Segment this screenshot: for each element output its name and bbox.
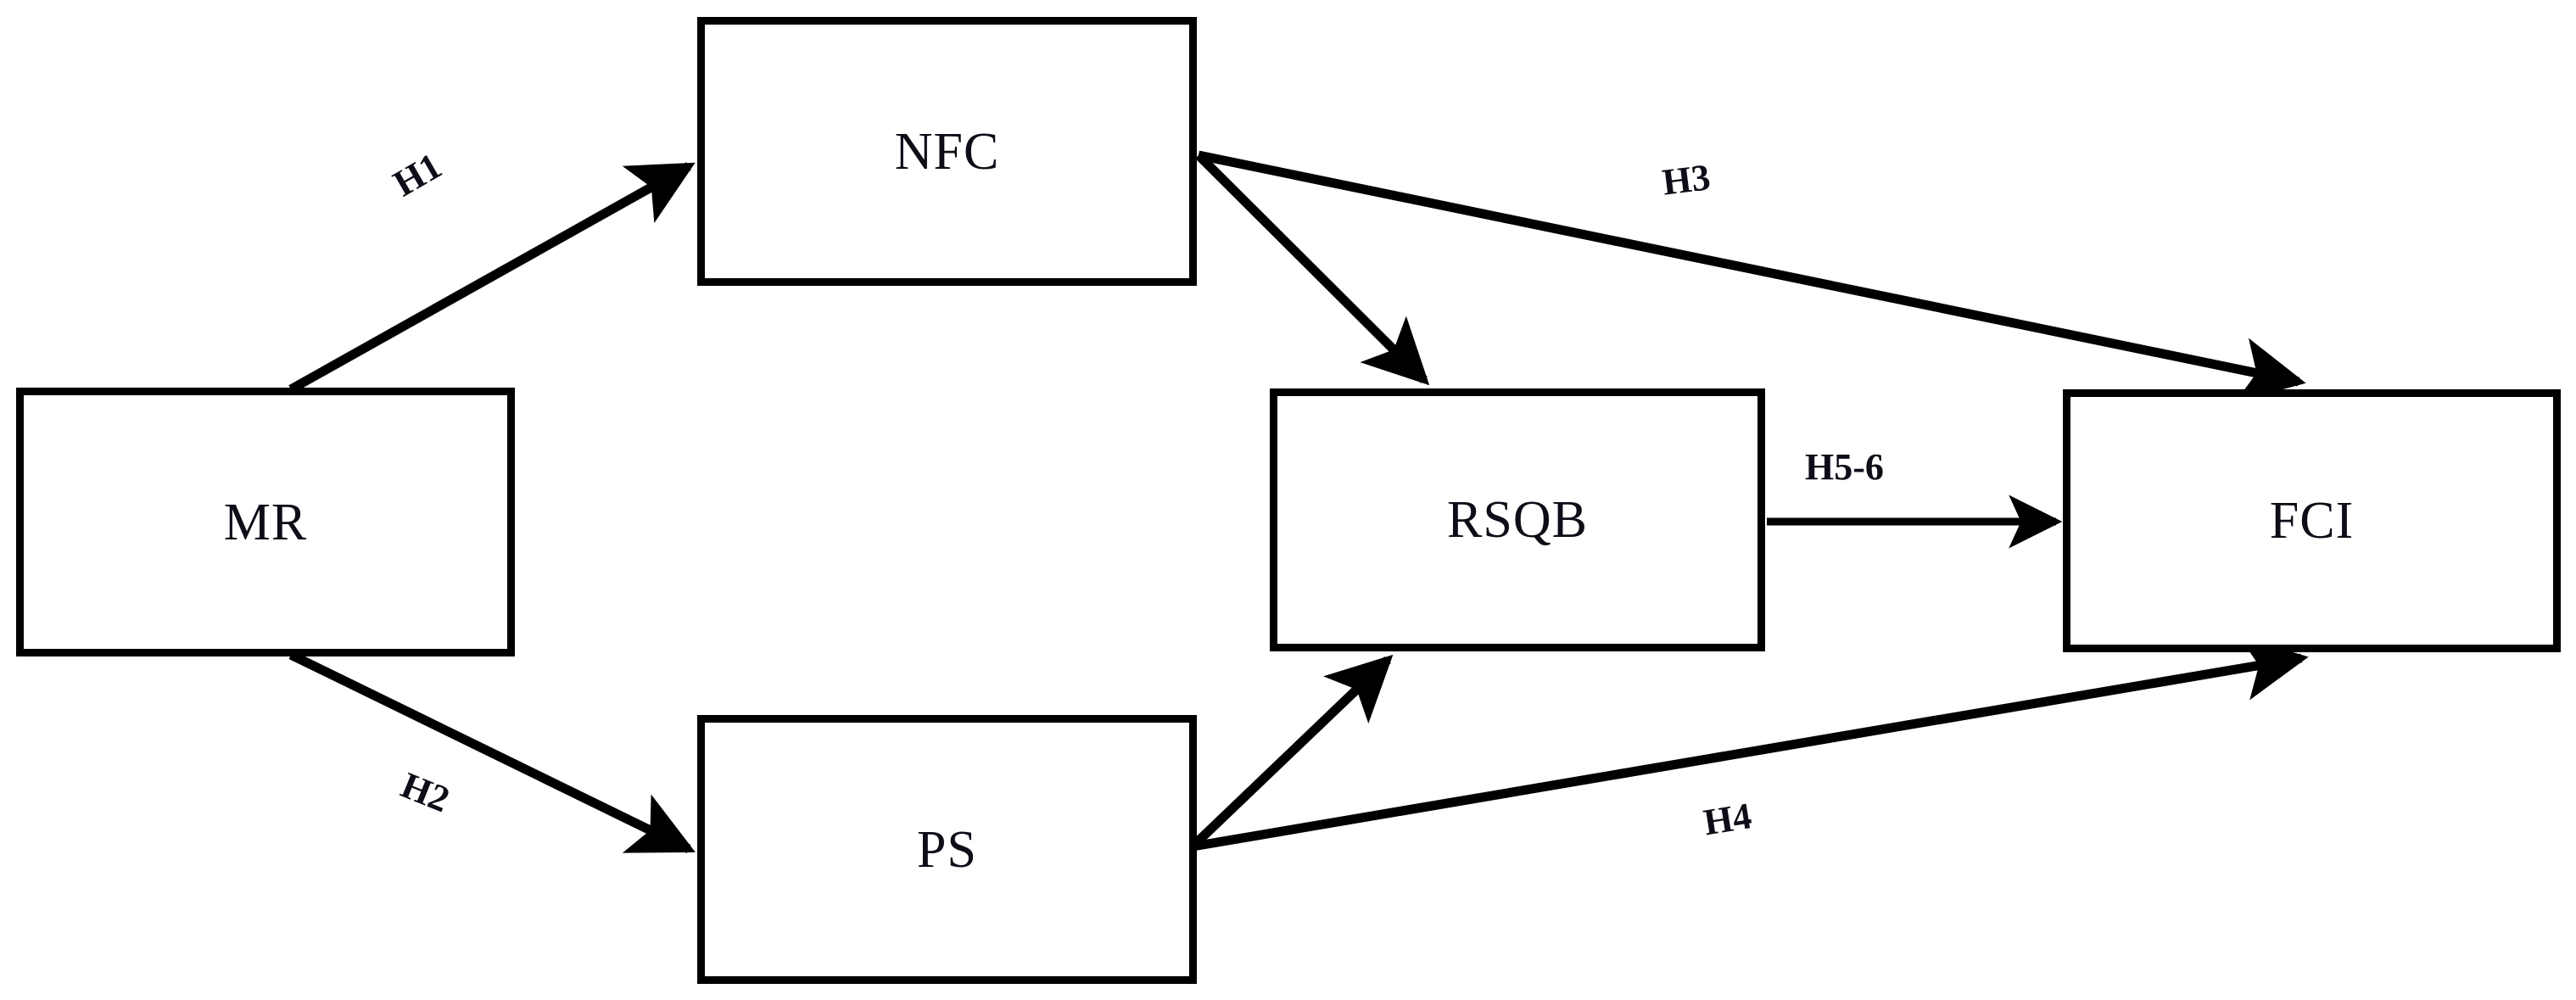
edge-ps-to-rsqb [1189,654,1394,850]
edge-ps-to-fci [1192,635,2309,852]
node-nfc[interactable]: NFC [697,17,1197,286]
node-mr[interactable]: MR [16,388,515,656]
node-fci[interactable]: FCI [2063,389,2561,652]
node-fci-label: FCI [2269,492,2355,550]
node-mr-label: MR [223,493,308,551]
node-rsqb[interactable]: RSQB [1270,388,1765,651]
edge-label-h4: H4 [1701,795,1755,844]
node-nfc-label: NFC [894,122,1000,181]
node-ps[interactable]: PS [697,715,1197,984]
edge-mr-to-nfc [288,162,696,394]
edge-label-h3: H3 [1660,156,1713,204]
edge-nfc-to-fci [1197,150,2306,402]
edge-label-h5-6: H5-6 [1805,446,1884,488]
edge-nfc-to-rsqb [1195,152,1430,386]
node-rsqb-label: RSQB [1447,491,1588,549]
edge-mr-to-ps [288,651,696,853]
node-ps-label: PS [917,820,977,879]
